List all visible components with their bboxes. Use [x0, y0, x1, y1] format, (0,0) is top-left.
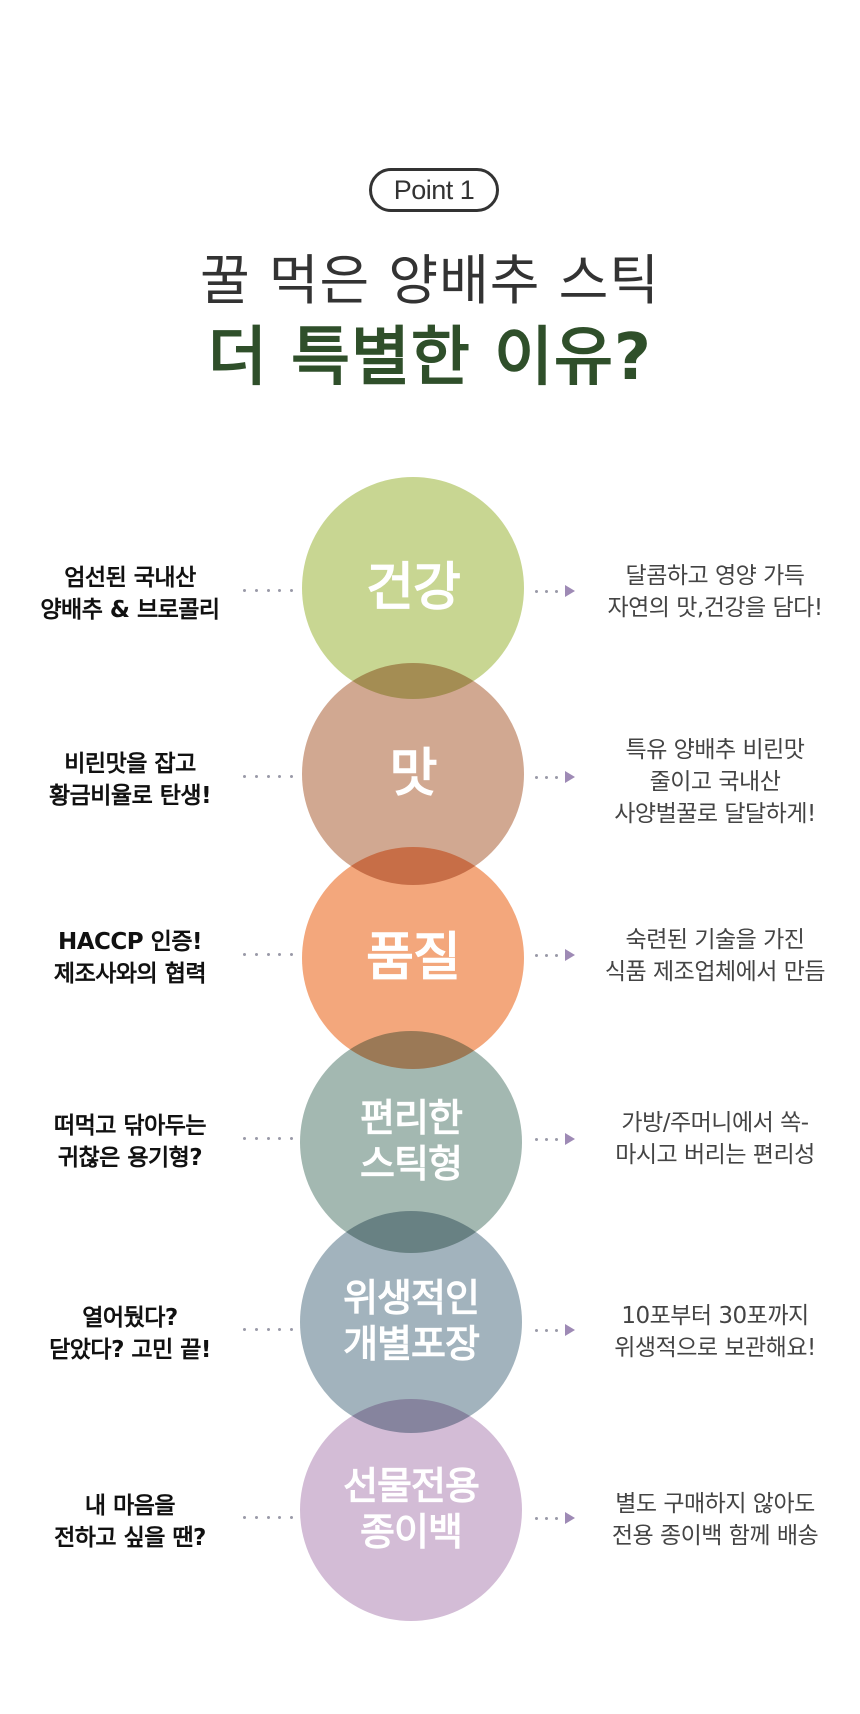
circle-hygiene	[300, 1211, 522, 1433]
circle-label-taste: 맛	[389, 743, 438, 804]
connector-right-quality	[535, 949, 583, 961]
title-line-2: 더 특별한 이유?	[208, 321, 652, 395]
arrow-right-icon	[565, 1133, 575, 1145]
point-badge: Point 1	[369, 168, 499, 212]
circle-gift	[300, 1399, 522, 1621]
arrow-right-icon	[565, 1324, 575, 1336]
connector-right-hygiene	[535, 1324, 583, 1336]
connector-left-quality	[243, 953, 293, 957]
arrow-right-icon	[565, 585, 575, 597]
connector-left-gift	[243, 1516, 293, 1520]
connector-left-convenience	[243, 1137, 293, 1141]
left-text-quality: HACCP 인증!제조사와의 협력	[53, 929, 207, 988]
title-line-1: 꿀 먹은 양배추 스틱	[200, 249, 660, 312]
circle-health	[302, 477, 524, 699]
connector-left-hygiene	[243, 1328, 293, 1332]
connector-left-health	[243, 589, 293, 593]
connector-right-gift	[535, 1512, 583, 1524]
left-text-hygiene: 열어뒀다?닫았다? 고민 끝!	[49, 1305, 211, 1364]
right-text-convenience: 가방/주머니에서 쏙-마시고 버리는 편리성	[615, 1110, 815, 1169]
connector-right-taste	[535, 771, 583, 783]
arrow-right-icon	[565, 1512, 575, 1524]
connector-left-taste	[243, 775, 293, 779]
connector-right-health	[535, 585, 583, 597]
arrow-right-icon	[565, 949, 575, 961]
circle-label-quality: 품질	[366, 927, 461, 988]
circle-label-health: 건강	[366, 557, 461, 618]
arrow-right-icon	[565, 771, 575, 783]
connector-right-convenience	[535, 1133, 583, 1145]
